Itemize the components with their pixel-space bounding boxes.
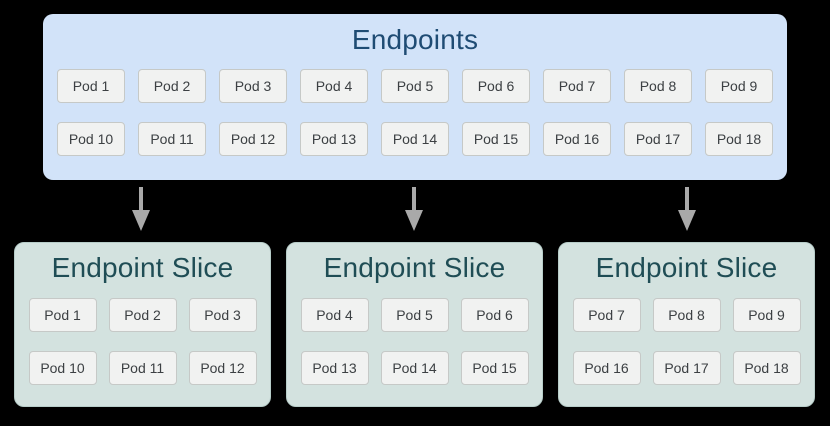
- pod-box: Pod 11: [138, 122, 206, 156]
- pod-box: Pod 6: [462, 69, 530, 103]
- pod-box: Pod 3: [188, 298, 257, 332]
- pod-box: Pod 15: [460, 351, 529, 385]
- pod-box: Pod 9: [732, 298, 801, 332]
- pod-box: Pod 8: [652, 298, 721, 332]
- pod-box: Pod 14: [380, 351, 449, 385]
- pod-box: Pod 2: [138, 69, 206, 103]
- pod-box: Pod 12: [188, 351, 257, 385]
- pod-box: Pod 16: [572, 351, 641, 385]
- pod-box: Pod 12: [219, 122, 287, 156]
- pod-box: Pod 3: [219, 69, 287, 103]
- pod-box: Pod 8: [624, 69, 692, 103]
- slice-2-pod-row-1: Pod 4 Pod 5 Pod 6: [287, 298, 542, 332]
- arrow-stem: [412, 187, 416, 212]
- endpoint-slice-title: Endpoint Slice: [595, 252, 778, 283]
- endpoints-pod-row-2: Pod 10 Pod 11 Pod 12 Pod 13 Pod 14 Pod 1…: [43, 122, 787, 156]
- slice-2-pod-row-2: Pod 13 Pod 14 Pod 15: [287, 351, 542, 385]
- endpoint-slice-box-1: Endpoint Slice Pod 1 Pod 2 Pod 3 Pod 10 …: [14, 242, 271, 407]
- slice-1-pod-row-1: Pod 1 Pod 2 Pod 3: [15, 298, 270, 332]
- pod-box: Pod 4: [300, 69, 368, 103]
- pod-box: Pod 2: [108, 298, 177, 332]
- arrow-stem: [139, 187, 143, 212]
- pod-box: Pod 1: [57, 69, 125, 103]
- pod-box: Pod 10: [28, 351, 97, 385]
- pod-box: Pod 18: [705, 122, 773, 156]
- pod-box: Pod 16: [543, 122, 611, 156]
- arrow-down-icon: [132, 187, 150, 231]
- endpoints-title: Endpoints: [351, 24, 479, 55]
- pod-box: Pod 17: [624, 122, 692, 156]
- pod-box: Pod 17: [652, 351, 721, 385]
- arrow-down-icon: [678, 187, 696, 231]
- arrow-head: [678, 210, 696, 231]
- slice-3-pod-row-2: Pod 16 Pod 17 Pod 18: [559, 351, 814, 385]
- pod-box: Pod 5: [380, 298, 449, 332]
- pod-box: Pod 9: [705, 69, 773, 103]
- endpoint-slice-title: Endpoint Slice: [51, 252, 234, 283]
- pod-box: Pod 4: [300, 298, 369, 332]
- endpoints-pod-row-1: Pod 1 Pod 2 Pod 3 Pod 4 Pod 5 Pod 6 Pod …: [43, 69, 787, 103]
- arrow-down-icon: [405, 187, 423, 231]
- pod-box: Pod 1: [28, 298, 97, 332]
- pod-box: Pod 7: [543, 69, 611, 103]
- pod-box: Pod 10: [57, 122, 125, 156]
- endpoint-slice-box-2: Endpoint Slice Pod 4 Pod 5 Pod 6 Pod 13 …: [286, 242, 543, 407]
- arrow-stem: [685, 187, 689, 212]
- pod-box: Pod 6: [460, 298, 529, 332]
- slice-1-pod-row-2: Pod 10 Pod 11 Pod 12: [15, 351, 270, 385]
- pod-box: Pod 14: [381, 122, 449, 156]
- pod-box: Pod 15: [462, 122, 530, 156]
- arrow-head: [132, 210, 150, 231]
- pod-box: Pod 5: [381, 69, 449, 103]
- slice-3-pod-row-1: Pod 7 Pod 8 Pod 9: [559, 298, 814, 332]
- pod-box: Pod 13: [300, 122, 368, 156]
- endpoints-box: Endpoints Pod 1 Pod 2 Pod 3 Pod 4 Pod 5 …: [43, 14, 787, 180]
- arrow-head: [405, 210, 423, 231]
- pod-box: Pod 18: [732, 351, 801, 385]
- endpoint-slice-box-3: Endpoint Slice Pod 7 Pod 8 Pod 9 Pod 16 …: [558, 242, 815, 407]
- pod-box: Pod 7: [572, 298, 641, 332]
- endpoint-slice-title: Endpoint Slice: [323, 252, 506, 283]
- pod-box: Pod 11: [108, 351, 177, 385]
- pod-box: Pod 13: [300, 351, 369, 385]
